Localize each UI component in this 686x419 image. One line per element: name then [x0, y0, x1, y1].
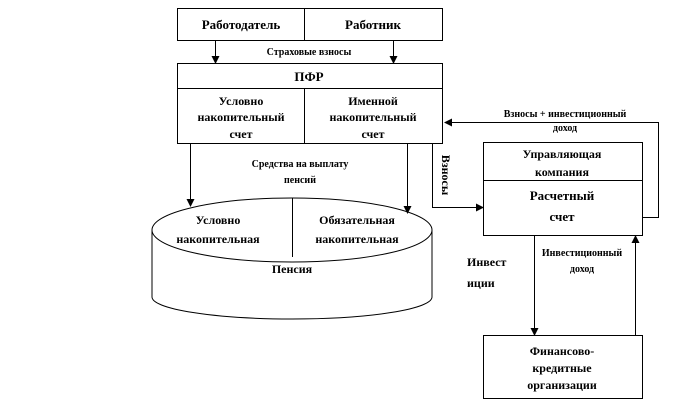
payout-label-line2: пенсий: [284, 175, 316, 186]
arrow-pfr-manager: [432, 143, 484, 212]
feedback-label-line2: доход: [553, 123, 577, 134]
pfr-left-line1: Условно: [219, 94, 264, 108]
income-label-line1: Инвестиционный: [542, 248, 622, 259]
arrow-manager-pfr: [444, 118, 659, 218]
manager-box: [483, 142, 643, 236]
pension-left-line1: Условно: [196, 213, 241, 227]
payout-label-line1: Средства на выплату: [252, 159, 349, 170]
employee-label: Работник: [345, 17, 401, 32]
finance-box: [483, 335, 643, 399]
pension-right-line1: Обязательная: [319, 213, 395, 227]
pfr-right-line3: счет: [361, 127, 384, 141]
account-line1: Расчетный: [530, 188, 595, 203]
pension-title: Пенсия: [272, 262, 313, 276]
pfr-right-line2: накопительный: [330, 110, 417, 124]
pfr-left-line2: накопительный: [198, 110, 285, 124]
pfr-box: [177, 63, 443, 144]
pfr-title: ПФР: [294, 69, 323, 84]
employer-employee-box: [177, 8, 443, 41]
finance-line1: Финансово-: [530, 344, 594, 358]
finance-line2: кредитные: [532, 361, 592, 375]
finance-line3: организации: [527, 378, 597, 392]
manager-title-line2: компания: [535, 165, 589, 179]
investments-label-line1: Инвест: [467, 255, 507, 269]
pension-right-line2: накопительная: [315, 232, 399, 246]
account-line2: счет: [550, 209, 576, 224]
contributions-vertical-label: Взносы: [439, 155, 453, 196]
employer-label: Работодатель: [202, 17, 281, 32]
feedback-label-line1: Взносы + инвестиционный: [504, 109, 627, 120]
pension-left-line2: накопительная: [176, 232, 260, 246]
pension-cylinder: [151, 230, 433, 320]
pfr-right-line1: Именной: [348, 94, 398, 108]
manager-title-line1: Управляющая: [523, 147, 602, 161]
investments-label-line2: иции: [467, 276, 495, 290]
contributions-label: Страховые взносы: [267, 47, 352, 58]
income-label-line2: доход: [570, 264, 594, 275]
pfr-left-line3: счет: [229, 127, 252, 141]
